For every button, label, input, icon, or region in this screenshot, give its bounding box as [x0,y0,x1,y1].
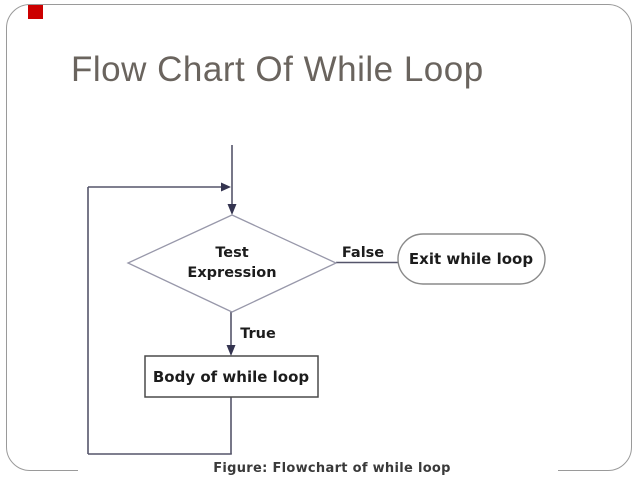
body-rect-label: Body of while loop [153,368,309,386]
true-branch-label: True [240,326,276,342]
flowchart-connectors [87,145,398,455]
body-rect-shape [144,355,319,398]
decision-diamond-shape [126,214,338,313]
while-loop-flowchart: Test Expression False True Exit while lo… [78,138,558,478]
flowchart-labels: Test Expression False True Exit while lo… [153,245,533,386]
false-branch-label: False [342,245,384,261]
flowchart-diagram: Test Expression False True Exit while lo… [87,145,546,476]
flowchart-arrowheads [221,182,237,356]
arrowhead-down-body-icon [226,345,236,356]
slide-title: Flow Chart Of While Loop [71,50,484,89]
figure-caption: Figure: Flowchart of while loop [213,461,451,476]
diamond-label-line2: Expression [187,265,276,281]
diamond-label-line1: Test [215,245,248,261]
arrowhead-down-diamond-icon [227,204,237,215]
red-square-bullet [28,5,43,19]
exit-stadium-shape [397,233,546,285]
arrowhead-right-icon [221,182,231,192]
exit-stadium-label: Exit while loop [409,250,533,268]
